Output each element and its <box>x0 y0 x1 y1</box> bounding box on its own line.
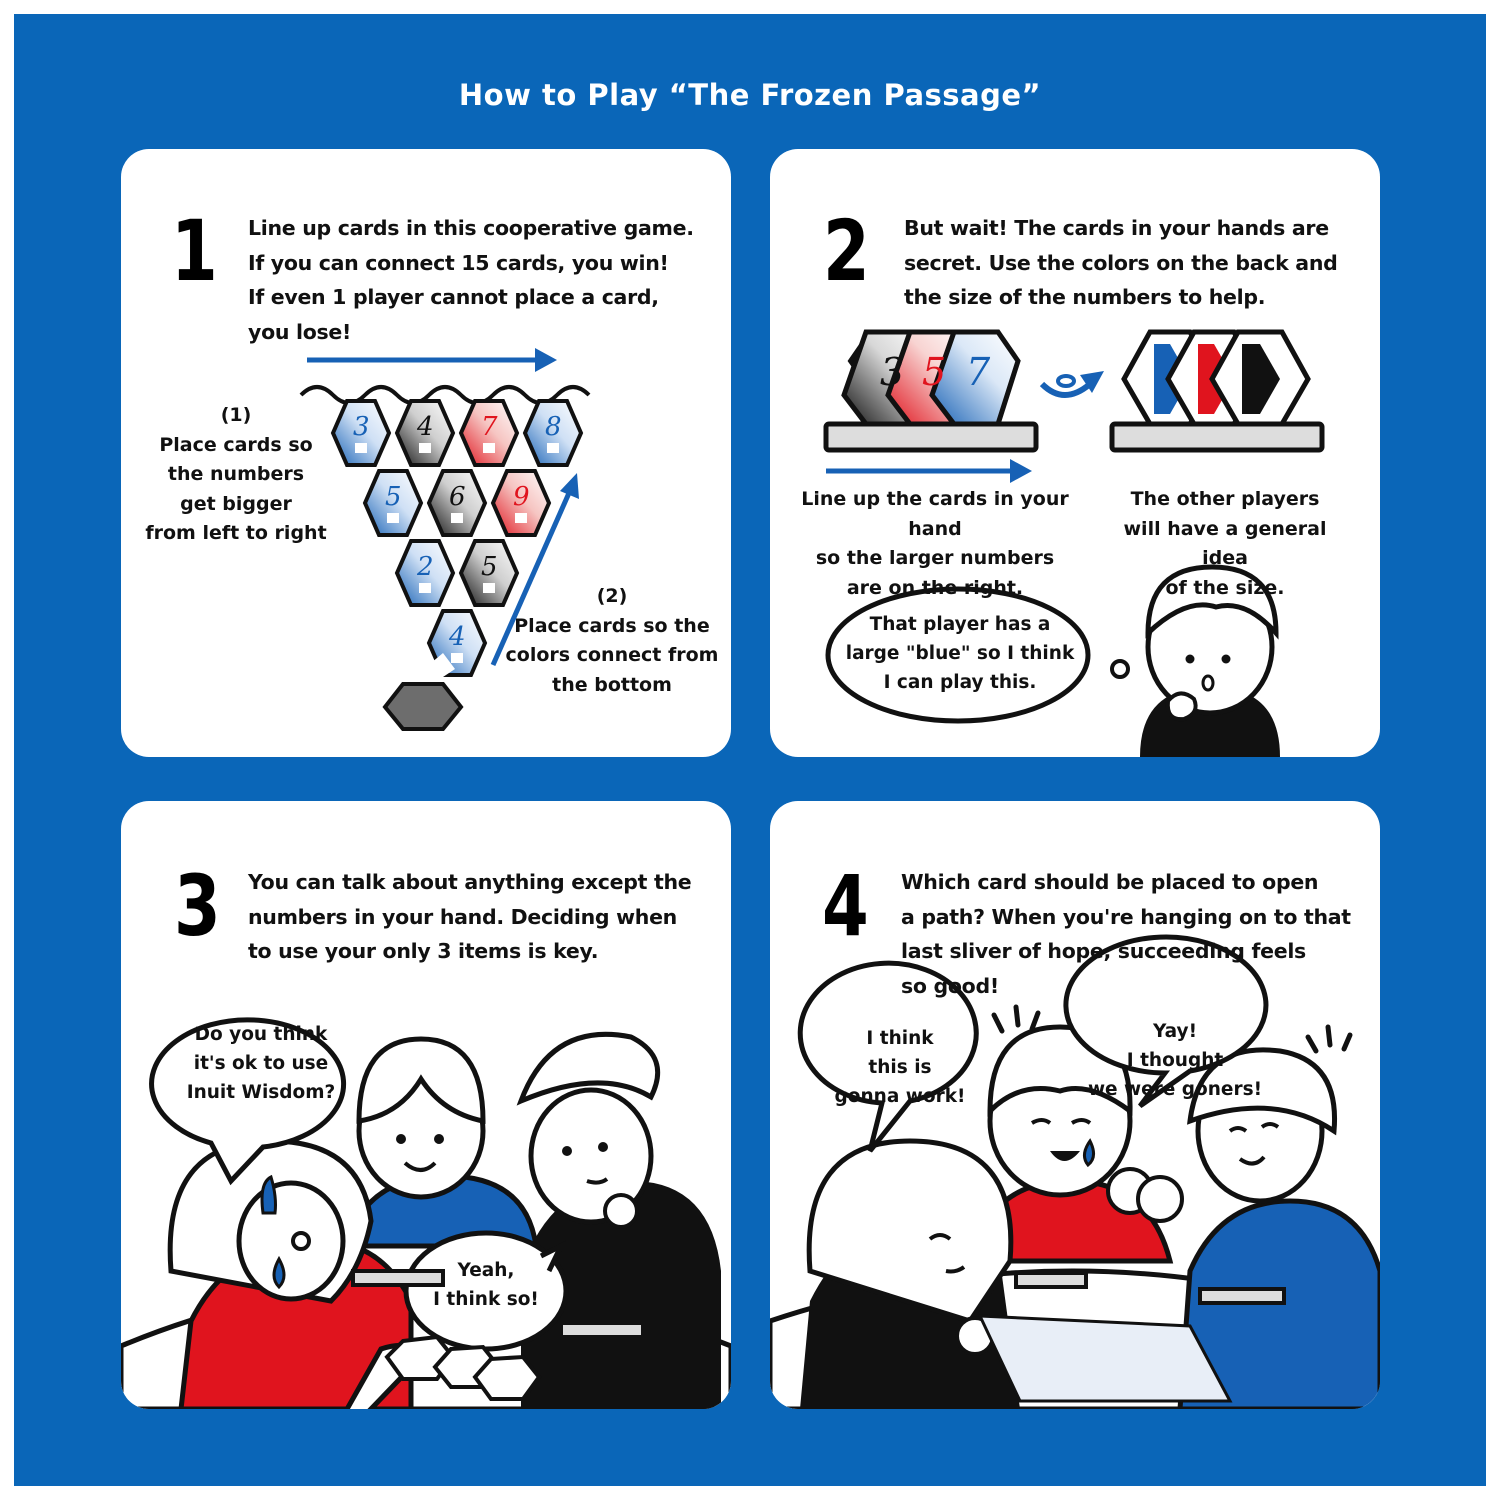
pyramid-card-number: 3 <box>353 412 370 442</box>
step-2-panel: 3 5 7 <box>770 149 1380 757</box>
card-stand <box>1014 1271 1088 1289</box>
pyramid-card <box>426 469 488 537</box>
pyramid-card-number: 7 <box>481 412 498 442</box>
rule-label-2: (2) Place cards so the colors connect fr… <box>505 585 719 696</box>
arrowhead-icon <box>535 348 557 372</box>
ship-icon <box>515 513 527 523</box>
thought-dot <box>1110 659 1130 679</box>
ship-icon <box>483 443 495 453</box>
speech-text: Yeah, I think so! <box>433 1260 539 1310</box>
step-number: 3 <box>174 857 221 955</box>
speech-bubble <box>797 960 979 1153</box>
speech-text: I think this is gonna work! <box>834 1028 966 1107</box>
arrowhead-icon <box>560 473 579 499</box>
ship-icon <box>355 443 367 453</box>
card-stand <box>559 1321 645 1339</box>
ship-icon <box>483 583 495 593</box>
player-blue-shirt <box>342 1036 539 1249</box>
pyramid-card <box>490 469 552 537</box>
card-stand <box>823 421 1039 453</box>
thought-text: That player has a large "blue" so I thin… <box>845 614 1075 693</box>
caption-other-players: The other players will have a general id… <box>1123 488 1327 599</box>
ice-start-card <box>382 653 464 731</box>
pyramid-card <box>394 399 456 467</box>
hand-card-number: 7 <box>966 350 991 394</box>
ship-icon <box>547 443 559 453</box>
card-stand <box>1198 1287 1286 1305</box>
step-description: But wait! The cards in your hands are se… <box>904 216 1338 309</box>
caption-hand-order: Line up the cards in your hand so the la… <box>801 488 1069 599</box>
player-red-shirt <box>966 1024 1184 1264</box>
step-number: 1 <box>171 202 218 300</box>
speech-text: Yay! I thought we were goners! <box>1087 1021 1263 1100</box>
pyramid-card-number: 2 <box>416 552 434 582</box>
direction-arrow-up <box>490 491 572 667</box>
pyramid-card-number: 4 <box>416 412 434 442</box>
excitement-marks <box>991 1004 1353 1054</box>
pyramid-card <box>522 399 584 467</box>
step-description: Line up cards in this cooperative game. … <box>248 216 694 344</box>
pyramid-card <box>394 539 456 607</box>
card-stand <box>351 1269 445 1287</box>
step-4-panel: 4 Which card should be placed to open a … <box>770 801 1380 1409</box>
table-card-path <box>977 1314 1233 1403</box>
hand-card-number: 5 <box>922 350 946 394</box>
step-2-illustration: 3 5 7 <box>823 329 1325 757</box>
step-3-panel: 3 You can talk about anything except the… <box>121 801 731 1409</box>
ship-icon <box>451 513 463 523</box>
step-description: You can talk about anything except the n… <box>248 870 692 963</box>
player-blue-shirt <box>1177 1047 1380 1409</box>
pyramid-card-number: 9 <box>513 482 530 512</box>
thought-bubble <box>825 586 1091 724</box>
player-black-shirt <box>516 1031 721 1409</box>
arrowhead-icon <box>1080 371 1104 393</box>
pyramid-card <box>458 539 520 607</box>
page-title: How to Play “The Frozen Passage” <box>458 78 1042 112</box>
pyramid-card-number: 5 <box>385 482 402 512</box>
card-pyramid: 3 4 7 8 5 6 9 2 5 4 <box>330 399 584 677</box>
item-cards <box>384 1334 542 1401</box>
step-number: 2 <box>823 202 870 300</box>
rule-label-1: (1) Place cards so the numbers get bigge… <box>145 404 327 544</box>
hand-card-number: 3 <box>880 350 904 394</box>
ship-icon <box>451 653 463 663</box>
pyramid-card <box>458 399 520 467</box>
ship-icon <box>419 443 431 453</box>
ship-icon <box>387 513 399 523</box>
pyramid-card <box>330 399 392 467</box>
step-4-illustration <box>770 934 1380 1409</box>
player-black-shirt <box>800 1138 1020 1409</box>
ship-icon <box>419 583 431 593</box>
arrowhead-icon <box>1010 459 1032 483</box>
rotate-arrow-icon <box>1039 381 1092 398</box>
speech-text: Do you think it's ok to use Inuit Wisdom… <box>186 1024 336 1103</box>
step-description: Which card should be placed to open a pa… <box>901 870 1351 998</box>
pyramid-card-number: 6 <box>449 482 466 512</box>
step-3-illustration <box>121 1017 731 1409</box>
thinking-person <box>1140 564 1280 757</box>
step-1-illustration: 3 4 7 8 5 6 9 2 5 4 <box>299 348 591 731</box>
hand-back-view <box>1109 329 1325 453</box>
step-1-panel: 3 4 7 8 5 6 9 2 5 4 1 Line up cards in this coope… <box>121 149 731 757</box>
pyramid-card <box>362 469 424 537</box>
speech-bubble <box>149 1017 347 1186</box>
pyramid-card-number: 4 <box>448 622 466 652</box>
hand-front-view: 3 5 7 <box>823 329 1039 453</box>
speech-bubble <box>1063 934 1269 1109</box>
step-number: 4 <box>822 857 869 955</box>
card-stand <box>1109 421 1325 453</box>
pyramid-card-number: 5 <box>481 552 498 582</box>
pyramid-card-number: 8 <box>545 412 562 442</box>
